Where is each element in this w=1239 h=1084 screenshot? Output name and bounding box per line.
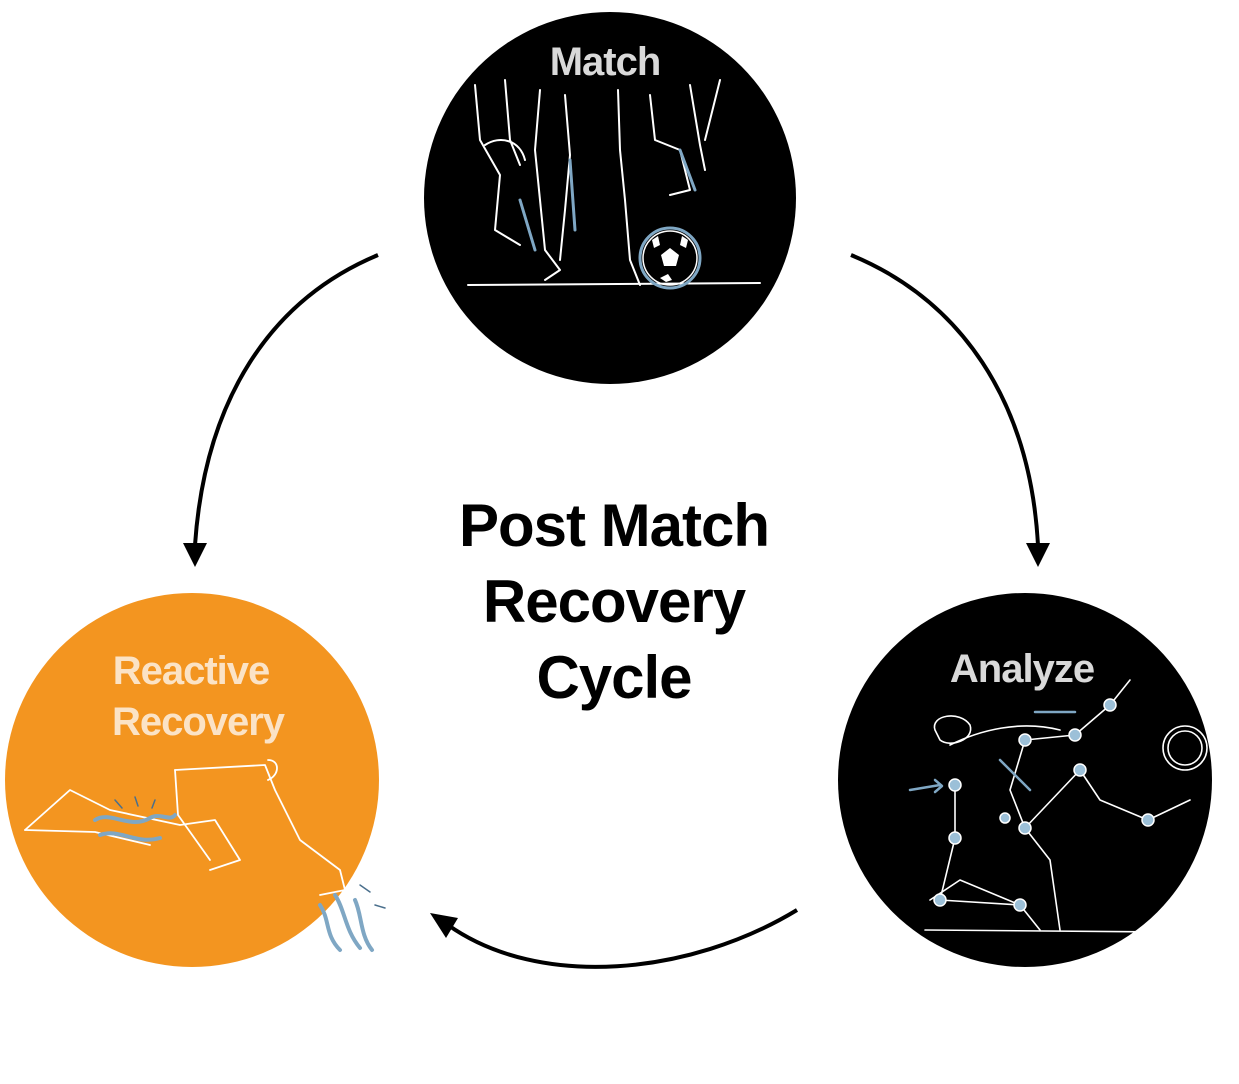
analyze-label: Analyze (950, 647, 1094, 691)
title-line3: Cycle (536, 644, 691, 711)
arrow-reactive-to-match (193, 253, 379, 546)
arrowhead-analyze (1026, 543, 1050, 567)
pressure-arrows-icon (114, 796, 386, 909)
analyze-node: Analyze (838, 593, 1212, 967)
massage-gun-sketch-icon (24, 759, 423, 985)
athlete-pose-sketch-icon (924, 679, 1208, 933)
athlete-pose-blue-accent (908, 710, 1077, 794)
muscle-relief-blue-accent (93, 813, 374, 952)
title-line2: Recovery (483, 568, 747, 635)
match-circle (424, 12, 796, 384)
arrow-analyze-to-reactive (446, 908, 799, 969)
title-line1: Post Match (459, 492, 769, 559)
match-label: Match (550, 40, 661, 84)
arrow-match-to-analyze (850, 253, 1040, 546)
reactive-recovery-node: Reactive Recovery (5, 593, 423, 985)
match-node: Match (424, 12, 796, 384)
reactive-recovery-label-line2: Recovery (112, 700, 286, 744)
analyze-circle (838, 593, 1212, 967)
arrowhead-match-left (183, 543, 207, 567)
soccer-ball-icon (638, 226, 702, 290)
arrowhead-reactive (430, 913, 458, 938)
reactive-recovery-label-line1: Reactive (113, 649, 270, 693)
joint-markers (933, 698, 1155, 912)
soccer-legs-sketch-icon (467, 79, 761, 286)
center-title: Post Match Recovery Cycle (459, 492, 770, 711)
soccer-legs-blue-accent (518, 148, 697, 252)
reactive-recovery-circle (5, 593, 379, 967)
